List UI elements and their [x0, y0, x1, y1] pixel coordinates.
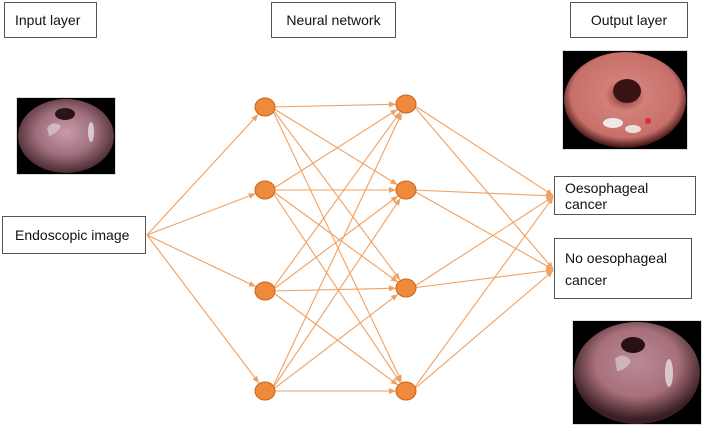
hidden-layer-1-node-2: [254, 180, 276, 200]
output-layer-title-text: Output layer: [590, 12, 668, 28]
hidden-layer-2-node-4: [395, 381, 417, 401]
neural-network-title: Neural network: [271, 2, 396, 38]
edge-h1-2-to-h2-1: [270, 108, 398, 191]
edge-h2-2-to-output-1: [411, 189, 554, 199]
edge-h1-1-to-h2-1: [270, 101, 397, 108]
edge-h1-1-to-h2-3: [270, 106, 401, 281]
hidden-layer-1-node-4: [254, 381, 276, 401]
output-layer-title: Output layer: [570, 2, 688, 38]
edge-h1-3-to-h2-1: [270, 111, 401, 292]
input-layer-title-text: Input layer: [15, 12, 81, 28]
edge-input-to-hidden1-1: [146, 113, 259, 236]
edge-input-to-hidden1-4: [146, 234, 260, 384]
edge-h2-2-to-output-2: [411, 189, 554, 270]
hidden-layer-1-node-1: [254, 97, 276, 117]
edge-h1-4-to-h2-3: [270, 293, 399, 392]
input-endoscopic-image: [16, 97, 116, 175]
edge-h1-4-to-h2-1: [270, 112, 403, 392]
edge-h1-2-to-h2-4: [270, 189, 401, 384]
oesophageal-cancer-label: Oesophageal cancer: [565, 179, 649, 212]
edge-h1-2-to-h2-3: [270, 189, 399, 283]
hidden-layer-2-node-3: [395, 278, 417, 298]
edge-h2-3-to-output-1: [411, 196, 554, 289]
hidden-layer-2-node-2: [395, 180, 417, 200]
edge-h2-4-to-output-1: [411, 196, 554, 392]
edge-h1-3-to-h2-4: [270, 290, 399, 386]
edge-h1-3-to-h2-3: [270, 285, 397, 292]
oesophageal-cancer-output-box: Oesophageal cancer: [554, 176, 696, 215]
hidden-layer-2-node-1: [395, 94, 417, 114]
edge-h2-1-to-output-2: [411, 103, 554, 270]
edge-h1-1-to-h2-4: [270, 106, 403, 383]
edge-input-to-hidden1-3: [146, 234, 257, 288]
edge-h1-1-to-h2-2: [270, 106, 398, 186]
edge-input-to-hidden1-2: [146, 193, 256, 236]
no-oesophageal-cancer-output-box: No oesophageal cancer: [554, 238, 692, 299]
edge-h1-4-to-h2-2: [270, 197, 401, 392]
hidden-layer-1-node-3: [254, 281, 276, 301]
neural-network-title-text: Neural network: [286, 12, 381, 28]
output-no-cancer-image: [572, 320, 702, 425]
network-edges: [146, 101, 554, 394]
edge-h2-4-to-output-2: [411, 270, 554, 392]
endoscopic-image-label: Endoscopic image: [15, 227, 130, 243]
output-cancer-image: [562, 50, 688, 150]
no-oesophageal-cancer-label: No oesophageal cancer: [565, 249, 667, 288]
endoscopic-image-input-box: Endoscopic image: [2, 216, 146, 254]
edge-h1-3-to-h2-2: [270, 195, 399, 292]
edge-h2-3-to-output-2: [411, 268, 554, 289]
network-nodes: [254, 94, 417, 401]
input-layer-title: Input layer: [4, 2, 97, 38]
edge-h2-1-to-output-1: [411, 103, 554, 196]
